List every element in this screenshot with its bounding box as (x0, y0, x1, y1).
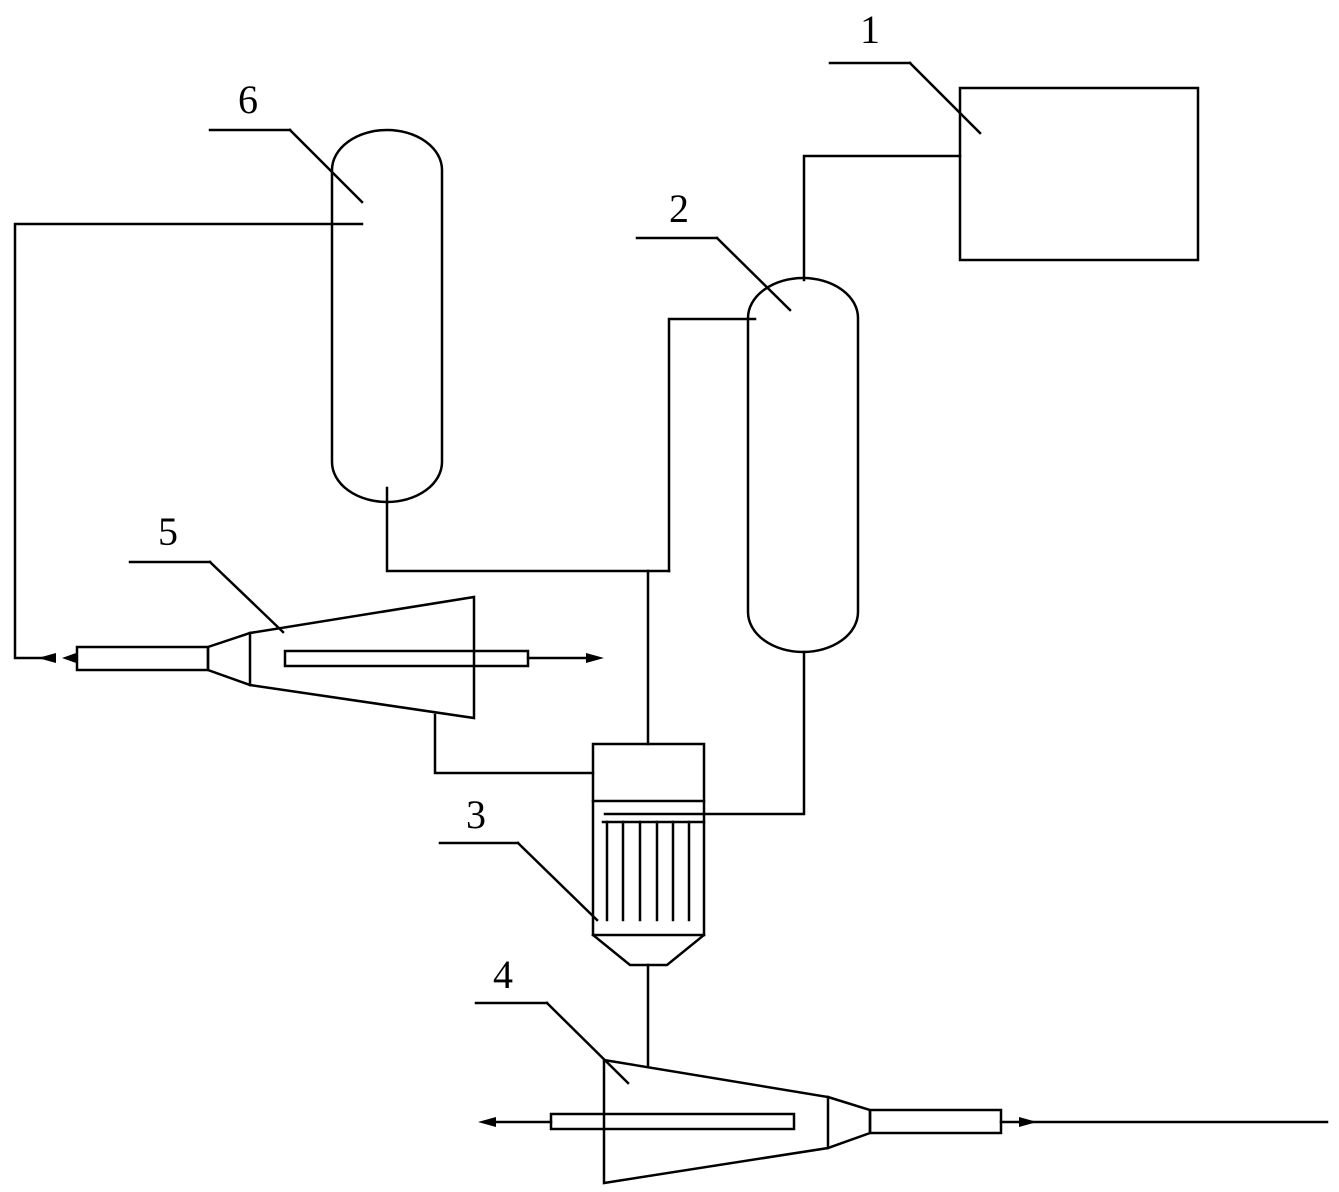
label-4: 4 (474, 952, 630, 1085)
label-4-text: 4 (493, 952, 513, 997)
unit-2-vessel (746, 276, 860, 654)
arrow-left-icon (478, 1117, 496, 1127)
label-5: 5 (128, 509, 285, 634)
label-1-text: 1 (860, 7, 880, 52)
label-6-text: 6 (238, 77, 258, 122)
unit-4-centrifuge (549, 1058, 1003, 1185)
unit-6-vessel (330, 128, 444, 504)
pipe-2-bottom-to-3 (603, 650, 806, 816)
label-6: 6 (208, 77, 364, 204)
pipe-1-to-2 (802, 154, 962, 282)
label-3: 3 (438, 792, 599, 922)
label-1: 1 (828, 7, 982, 135)
pipe-2-to-header (667, 317, 757, 573)
unit-1-box (958, 86, 1200, 262)
label-2-text: 2 (669, 186, 689, 231)
label-2: 2 (635, 186, 792, 312)
label-3-text: 3 (466, 792, 486, 837)
arrow-left-icon (62, 653, 76, 663)
pipe-6-to-5-loop (13, 222, 364, 660)
flow-arrows (38, 653, 1037, 1127)
unit-3-filter (591, 742, 706, 967)
pipe-5-to-3 (433, 713, 595, 775)
unit-5-centrifuge (75, 595, 530, 720)
arrow-right-icon (1019, 1117, 1037, 1127)
arrow-right-icon (586, 653, 604, 663)
pipe-6-to-header (385, 486, 671, 573)
pipelines (13, 154, 1329, 1124)
arrow-left-icon (38, 653, 56, 663)
label-5-text: 5 (158, 509, 178, 554)
